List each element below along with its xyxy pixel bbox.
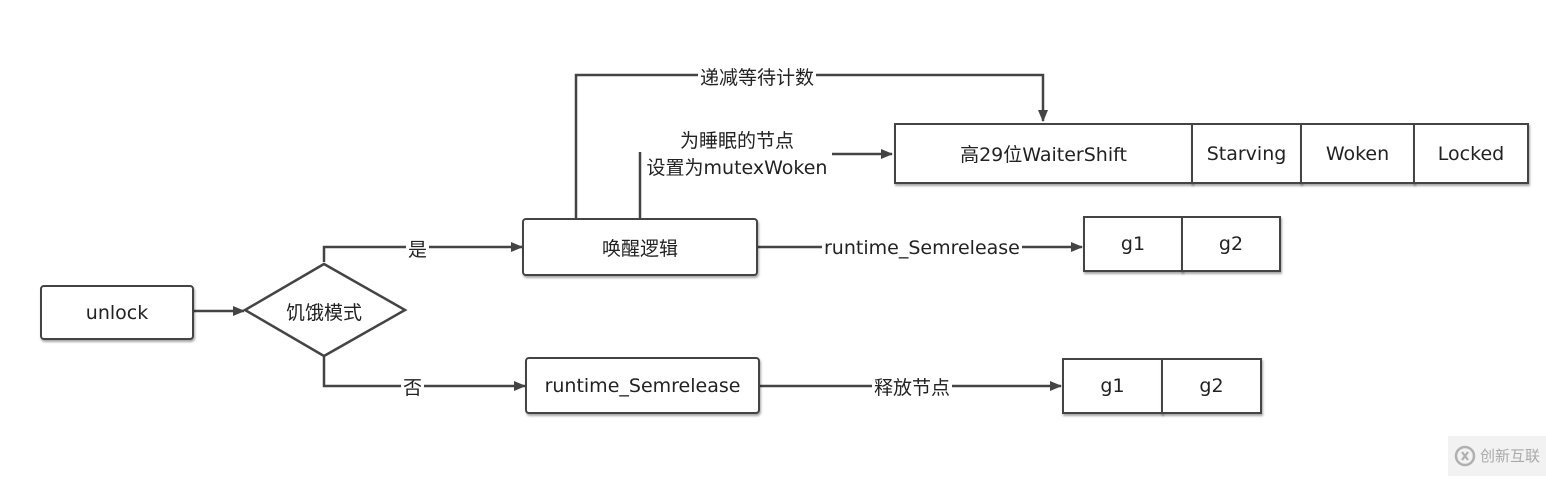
edge-label-set-woken-line2: 设置为mutexWoken — [646, 157, 828, 179]
watermark-logo-icon — [1454, 445, 1476, 467]
starvation-mode-diamond — [242, 262, 408, 358]
queue-bottom-g1: g1 — [1062, 358, 1163, 414]
edge-label-decrement-wait-count: 递减等待计数 — [698, 66, 817, 90]
edge-label-release-node: 释放节点 — [872, 376, 953, 400]
state-cell-starving: Starving — [1191, 123, 1302, 184]
starvation-mode-label: 饥饿模式 — [286, 302, 363, 324]
watermark-logo: 创新互联 — [1448, 436, 1546, 476]
wake-logic-node: 唤醒逻辑 — [522, 218, 758, 276]
edge-label-set-woken-line1: 为睡眠的节点 — [679, 130, 794, 152]
edge-label-runtime-semrelease: runtime_Semrelease — [822, 236, 1022, 260]
edge-label-yes: 是 — [406, 238, 430, 262]
edge-label-set-woken: 为睡眠的节点 设置为mutexWoken — [640, 128, 834, 182]
queue-bottom-g2: g2 — [1161, 358, 1262, 414]
queue-top-g1: g1 — [1083, 216, 1183, 272]
state-cell-woken: Woken — [1300, 123, 1415, 184]
unlock-node: unlock — [40, 285, 194, 340]
edge-label-no: 否 — [401, 376, 425, 400]
state-cell-locked: Locked — [1413, 123, 1529, 184]
runtime-semrelease-node: runtime_Semrelease — [525, 357, 760, 414]
watermark-text: 创新互联 — [1479, 447, 1540, 465]
edge-no — [322, 357, 526, 391]
state-cell-waitershift: 高29位WaiterShift — [894, 123, 1193, 184]
edge-yes — [322, 242, 523, 262]
queue-top-g2: g2 — [1181, 216, 1281, 272]
